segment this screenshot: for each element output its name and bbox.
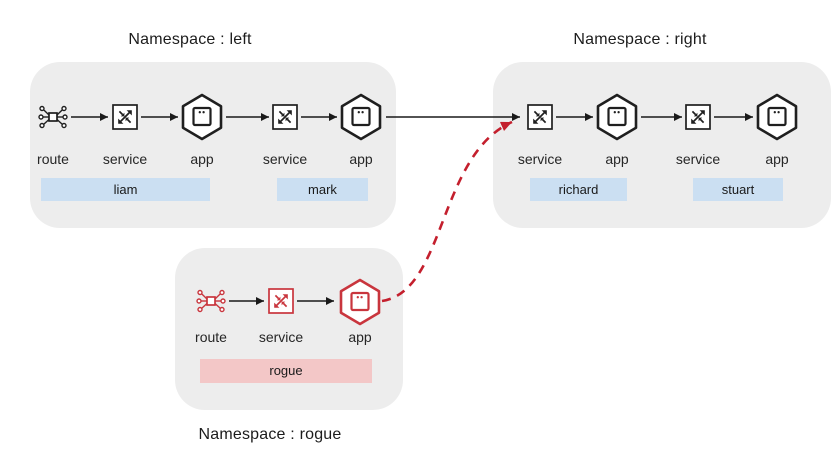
node-label: app — [605, 151, 629, 167]
app-badge: rogue — [200, 359, 372, 383]
app-icon — [755, 93, 799, 141]
node-label: app — [348, 329, 372, 345]
node-label: app — [349, 151, 373, 167]
namespace-right-title: Namespace : right — [573, 31, 707, 48]
app-badge: richard — [530, 178, 627, 201]
node-label: service — [258, 329, 304, 345]
service-icon — [112, 104, 138, 130]
node-label: service — [262, 151, 308, 167]
node-label: service — [517, 151, 563, 167]
route-icon — [195, 287, 227, 315]
app-badge: stuart — [693, 178, 783, 201]
app-badge: liam — [41, 178, 210, 201]
node-label: app — [765, 151, 789, 167]
namespace-panel-rogue — [175, 248, 403, 410]
node-label: route — [195, 329, 227, 345]
app-icon — [339, 93, 383, 141]
node-label: app — [190, 151, 214, 167]
service-icon — [685, 104, 711, 130]
service-icon — [268, 288, 294, 314]
app-icon — [595, 93, 639, 141]
node-label: route — [37, 151, 69, 167]
node-label: service — [102, 151, 148, 167]
route-icon — [37, 103, 69, 131]
edge-rogue-to-right-dashed — [381, 120, 513, 303]
app-icon — [338, 278, 382, 326]
app-badge: mark — [277, 178, 368, 201]
node-label: service — [675, 151, 721, 167]
service-icon — [527, 104, 553, 130]
app-icon — [180, 93, 224, 141]
service-icon — [272, 104, 298, 130]
namespace-rogue-title: Namespace : rogue — [198, 426, 342, 443]
namespace-left-title: Namespace : left — [128, 31, 252, 48]
